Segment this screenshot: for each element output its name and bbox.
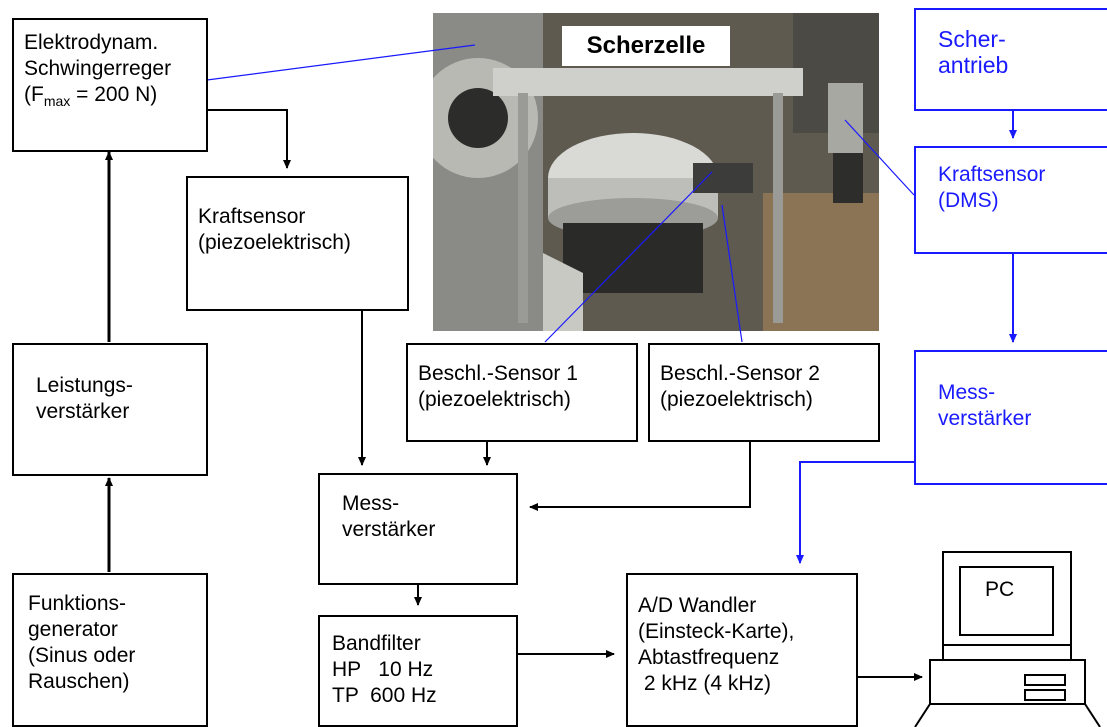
bandfilter-line-1: Bandfilter [332,632,421,655]
exciter-box: Elektrodynam. Schwingerreger (Fmax = 200… [12,18,208,152]
pc-label: PC [985,578,1015,601]
accel-sensor-1-line-2: (piezoelektrisch) [418,388,571,411]
power-amplifier-line-2: verstärker [36,400,130,423]
pc-icon [914,551,1101,727]
accel-sensor-2-line-2: (piezoelektrisch) [660,388,813,411]
function-generator-line-3: (Sinus oder [28,644,136,667]
force-sensor-line-1: Kraftsensor [198,205,306,228]
dms-measurement-amplifier-line-2: verstärker [938,407,1032,430]
function-generator-line-1: Funktions- [28,592,127,615]
measurement-amplifier-line-2: verstärker [342,518,436,541]
ad-converter-line-3: Abtastfrequenz [638,646,780,669]
exciter-line-1: Elektrodynam. [24,31,159,54]
exciter-force-value: = 200 N) [70,83,158,106]
ad-converter-line-4: 2 kHz (4 kHz) [638,672,772,695]
arrow-accel2-to-meas-amp [529,442,751,511]
exciter-line-2: Schwingerreger [24,57,172,80]
measurement-amplifier-line-1: Mess- [342,492,400,515]
shear-drive-box: Scher- antrieb [914,8,1107,111]
bandfilter-box: Bandfilter HP 10 Hz TP 600 Hz [318,615,518,727]
function-generator-box: Funktions- generator (Sinus oder Rausche… [12,573,208,727]
function-generator-line-2: generator [28,618,118,641]
bandfilter-line-3: TP 600 Hz [332,684,437,707]
ad-converter-line-1: A/D Wandler [638,594,757,617]
exciter-line-3: (Fmax = 200 N) [24,82,196,114]
dms-force-sensor-line-2: (DMS) [938,189,999,212]
dms-force-sensor-box: Kraftsensor (DMS) [914,146,1107,254]
pointer-exciter [206,44,476,81]
dms-measurement-amplifier-line-1: Mess- [938,381,996,404]
exciter-force-subscript: max [43,93,71,110]
dms-measurement-amplifier-box: Mess- verstärker [914,350,1107,485]
exciter-force-prefix: (F [24,83,44,106]
force-sensor-box: Kraftsensor (piezoelektrisch) [186,176,409,311]
power-amplifier-box: Leistungs- verstärker [12,343,208,476]
force-sensor-line-2: (piezoelektrisch) [198,231,351,254]
arrow-exciter-to-force-sensor [207,109,291,169]
photo-label: Scherzelle [562,26,730,66]
pointer-accel1 [544,171,713,343]
measurement-amplifier-box: Mess- verstärker [318,473,518,585]
shear-drive-line-1: Scher- [938,26,1006,52]
function-generator-line-4: Rauschen) [28,670,130,693]
shear-drive-line-2: antrieb [938,52,1009,78]
accel-sensor-2-box: Beschl.-Sensor 2 (piezoelektrisch) [648,343,880,442]
accel-sensor-2-line-1: Beschl.-Sensor 2 [660,362,820,385]
pointer-accel2 [721,204,743,343]
accel-sensor-1-line-1: Beschl.-Sensor 1 [418,362,578,385]
bandfilter-line-2: HP 10 Hz [332,658,434,681]
pointer-dms [844,119,915,196]
ad-converter-line-2: (Einsteck-Karte), [638,620,795,643]
power-amplifier-line-1: Leistungs- [36,374,133,397]
ad-converter-box: A/D Wandler (Einsteck-Karte), Abtastfreq… [626,573,858,727]
shear-cell-photo [433,13,879,331]
arrow-dms-amp-to-adc [796,461,914,564]
dms-force-sensor-line-1: Kraftsensor [938,163,1046,186]
accel-sensor-1-box: Beschl.-Sensor 1 (piezoelektrisch) [406,343,638,442]
